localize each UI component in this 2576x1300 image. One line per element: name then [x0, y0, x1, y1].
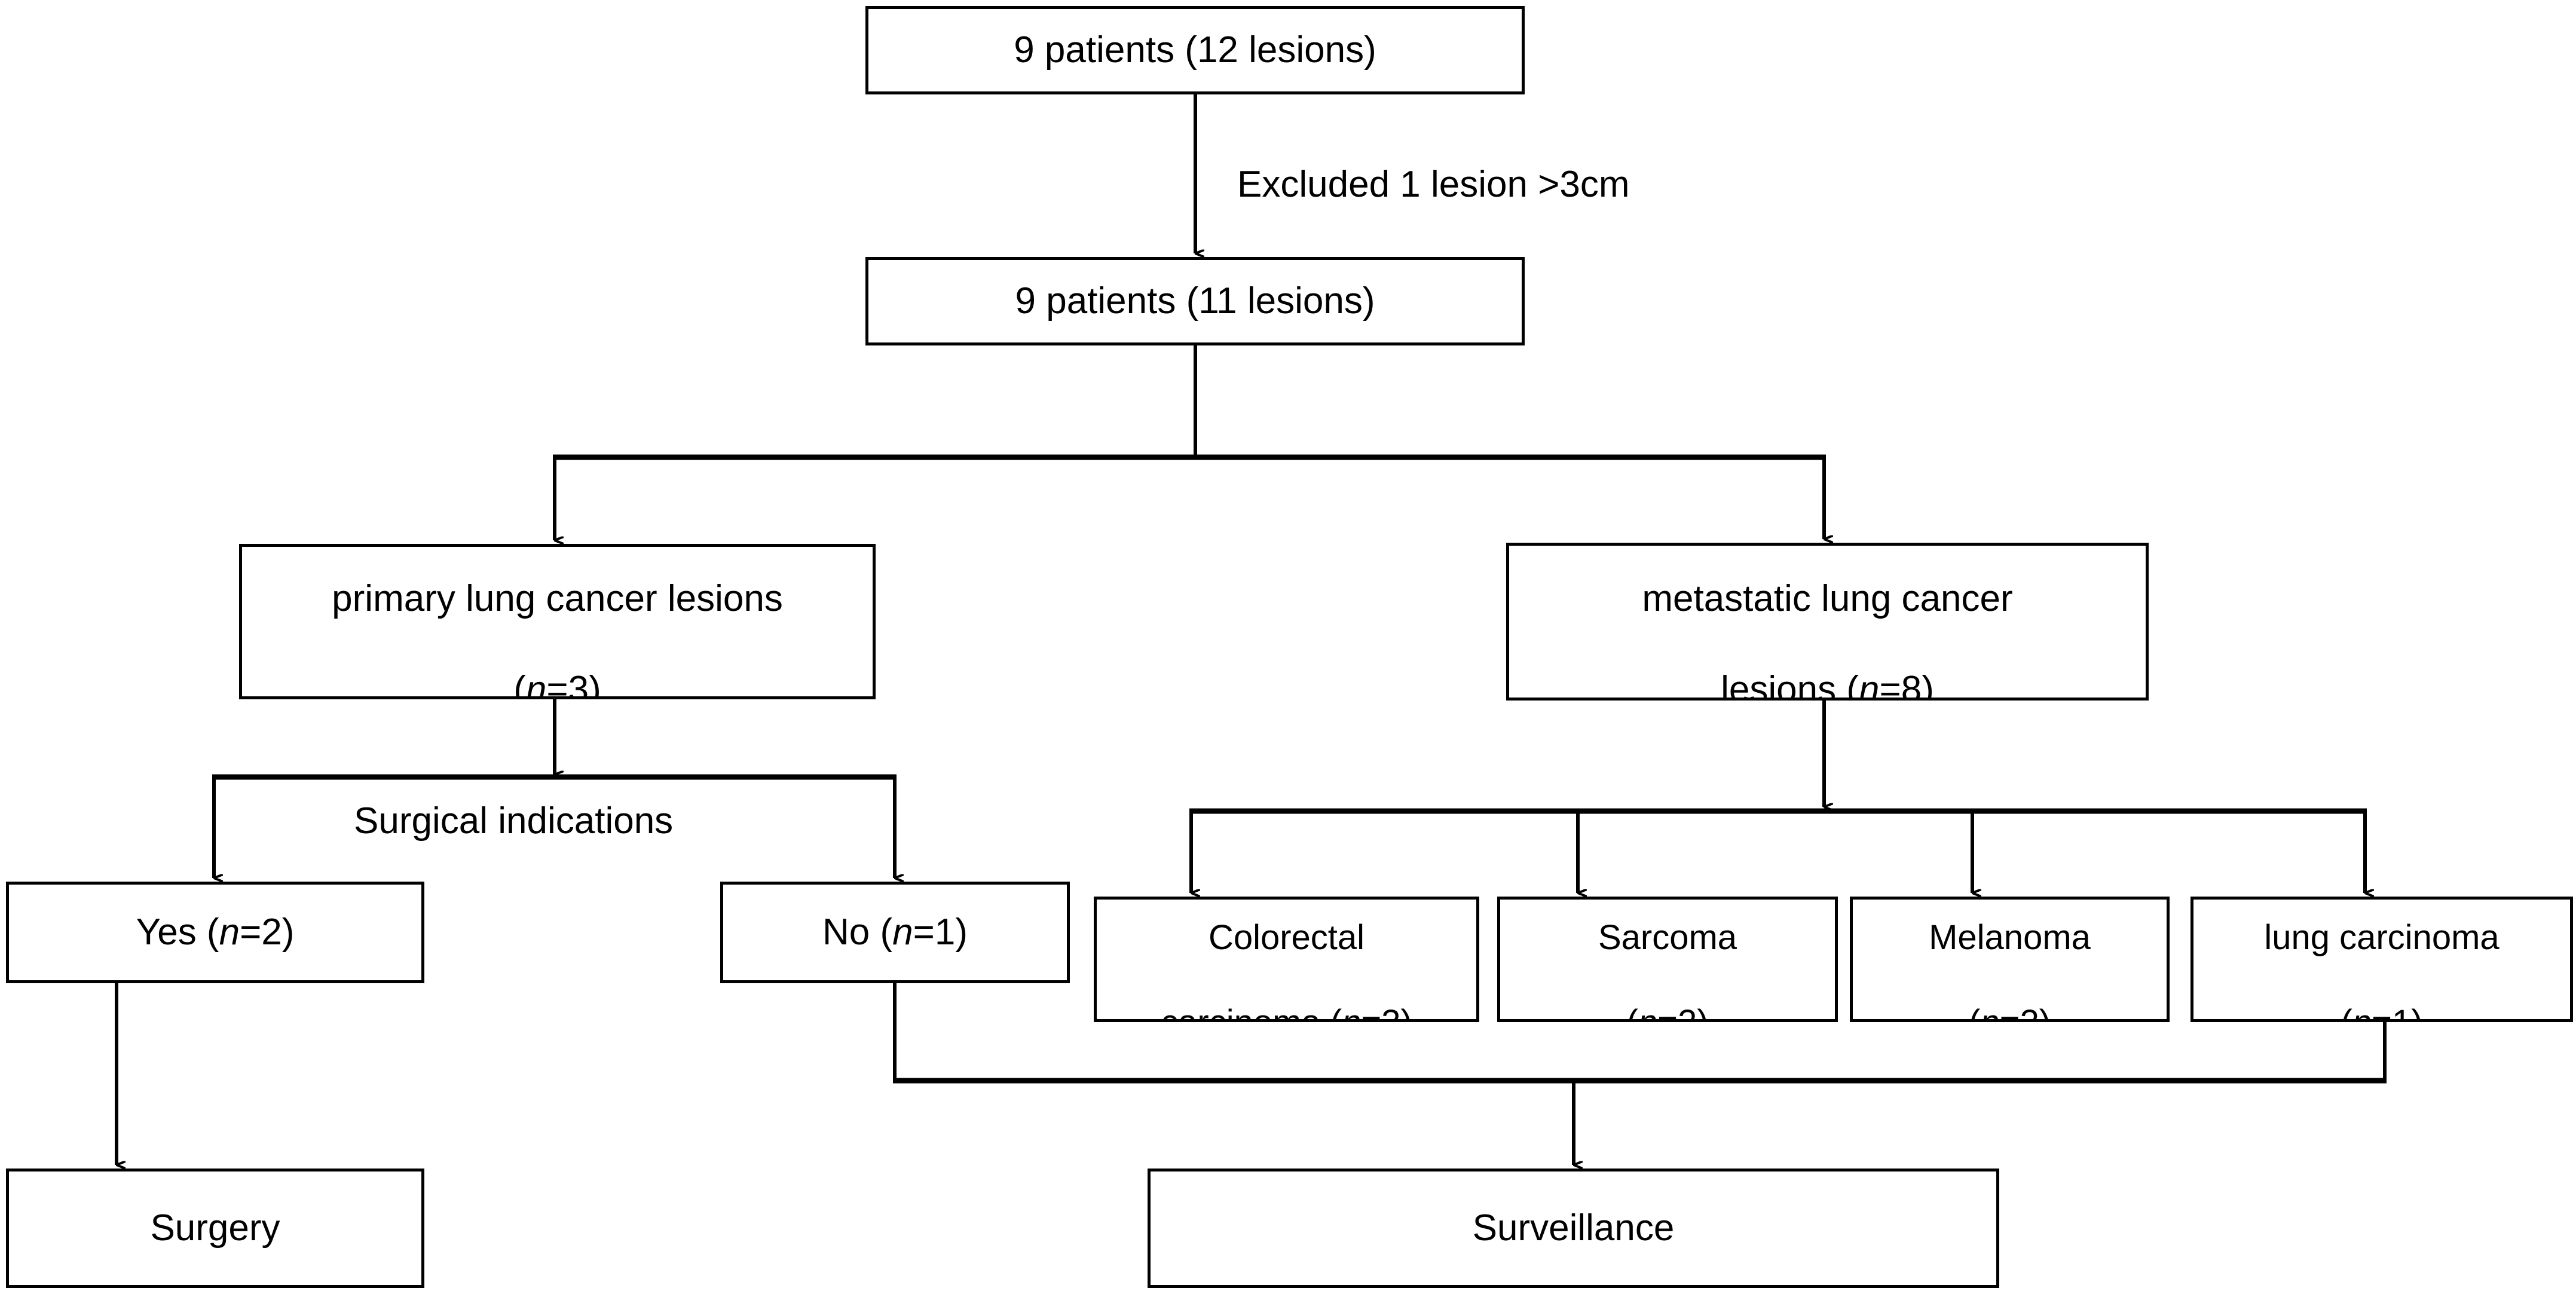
node-cohort-initial: 9 patients (12 lesions): [865, 6, 1525, 94]
node-primary-lesions: primary lung cancer lesions (n=3): [239, 544, 876, 699]
node-melanoma: Melanoma (n=2): [1850, 897, 2170, 1022]
surgical-yes-n: 2: [261, 911, 282, 953]
lung-carcinoma-line1: lung carcinoma: [2264, 918, 2499, 958]
node-surveillance-label: Surveillance: [1472, 1207, 1675, 1249]
lung-carcinoma-n: 1: [2392, 1003, 2411, 1019]
node-lung-carcinoma-label: lung carcinoma (n=1): [2264, 900, 2499, 1019]
melanoma-line1: Melanoma: [1929, 918, 2091, 958]
colorectal-n: 3: [1381, 1003, 1400, 1019]
edge-label-excluded-text: Excluded 1 lesion >3cm: [1237, 164, 1630, 205]
node-cohort-included-label: 9 patients (11 lesions): [1015, 280, 1375, 322]
node-colorectal-label: Colorectal carcinoma (n=3): [1161, 900, 1412, 1019]
metastatic-lesions-n: 8: [1901, 668, 1922, 701]
node-cohort-initial-label: 9 patients (12 lesions): [1014, 29, 1376, 71]
node-surgical-yes-label: Yes (n=2): [136, 911, 295, 953]
sarcoma-line1: Sarcoma: [1598, 918, 1737, 958]
node-sarcoma-label: Sarcoma (n=2): [1598, 900, 1737, 1019]
edge-label-surgical-indications: Surgical indications: [354, 800, 674, 842]
node-primary-lesions-label: primary lung cancer lesions (n=3): [332, 547, 783, 699]
surgical-no-n: 1: [934, 911, 956, 953]
node-surgical-no-label: No (n=1): [822, 911, 968, 953]
colorectal-line1: Colorectal: [1208, 918, 1365, 958]
metastatic-lesions-line1: metastatic lung cancer: [1642, 578, 2013, 620]
edge-label-surgical-indications-text: Surgical indications: [354, 800, 674, 842]
sarcoma-n: 2: [1678, 1003, 1697, 1019]
edge-label-excluded: Excluded 1 lesion >3cm: [1237, 164, 1630, 205]
node-cohort-included: 9 patients (11 lesions): [865, 257, 1525, 345]
primary-lesions-n: 3: [568, 668, 589, 699]
node-surgical-yes: Yes (n=2): [6, 882, 424, 983]
primary-lesions-line1: primary lung cancer lesions: [332, 578, 783, 620]
melanoma-n: 2: [2020, 1003, 2039, 1019]
node-sarcoma: Sarcoma (n=2): [1497, 897, 1838, 1022]
node-colorectal: Colorectal carcinoma (n=3): [1094, 897, 1479, 1022]
node-surgery: Surgery: [6, 1169, 424, 1288]
node-surveillance: Surveillance: [1148, 1169, 1999, 1288]
node-metastatic-lesions: metastatic lung cancer lesions (n=8): [1506, 543, 2149, 701]
node-metastatic-lesions-label: metastatic lung cancer lesions (n=8): [1642, 546, 2013, 701]
node-surgical-no: No (n=1): [720, 882, 1070, 983]
node-surgery-label: Surgery: [150, 1207, 280, 1249]
node-lung-carcinoma: lung carcinoma (n=1): [2190, 897, 2573, 1022]
node-melanoma-label: Melanoma (n=2): [1929, 900, 2091, 1019]
